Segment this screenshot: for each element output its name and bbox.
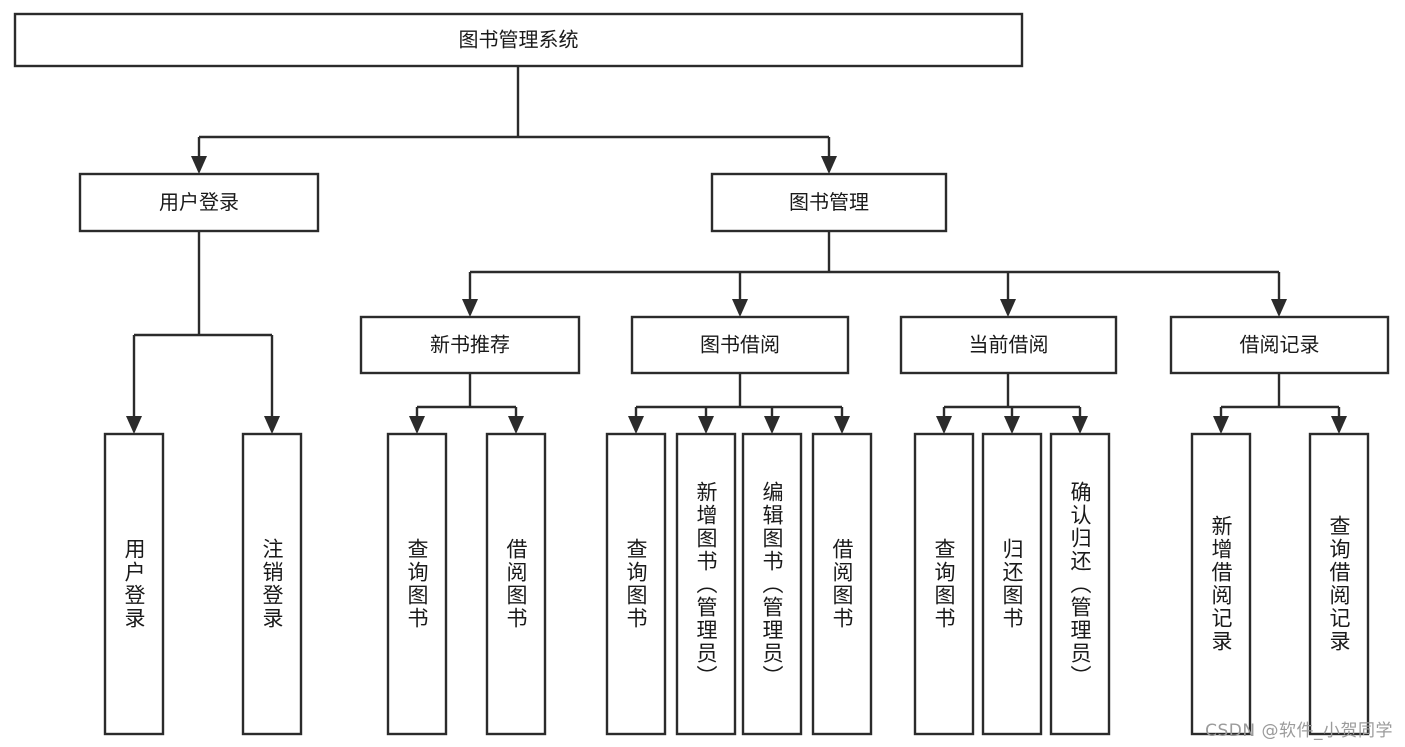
node-leaf-box[interactable]	[1190, 432, 1252, 736]
node-level3-box[interactable]	[899, 315, 1118, 375]
connector-group-l3_recommend_to_leaves	[409, 373, 524, 434]
node-leaf-leaf-query-book-1[interactable]	[386, 432, 448, 736]
arrowhead-icon	[821, 156, 837, 174]
arrowhead-icon	[126, 416, 142, 434]
arrowhead-icon	[1004, 416, 1020, 434]
node-leaf-box[interactable]	[981, 432, 1043, 736]
watermark-text: CSDN @软件_小贺同学	[1205, 721, 1393, 741]
connector-group-l3_record_to_leaves	[1213, 373, 1347, 434]
node-leaf-leaf-query-record[interactable]	[1308, 432, 1370, 736]
arrowhead-icon	[628, 416, 644, 434]
node-leaf-box[interactable]	[241, 432, 303, 736]
node-level2-user-login[interactable]	[78, 172, 320, 233]
node-leaf-leaf-edit-book[interactable]	[741, 432, 803, 736]
arrowhead-icon	[764, 416, 780, 434]
node-level3-box[interactable]	[1169, 315, 1390, 375]
node-level3-box[interactable]	[630, 315, 850, 375]
arrowhead-icon	[508, 416, 524, 434]
connector-group-root_to_l2	[191, 66, 837, 174]
node-leaf-box[interactable]	[675, 432, 737, 736]
node-leaf-leaf-return-book[interactable]	[981, 432, 1043, 736]
node-leaf-leaf-borrow-book-1[interactable]	[485, 432, 547, 736]
arrowhead-icon	[936, 416, 952, 434]
node-boxes-layer	[13, 12, 1390, 736]
node-leaf-box[interactable]	[1308, 432, 1370, 736]
node-level3-current-borrow[interactable]	[899, 315, 1118, 375]
arrowhead-icon	[1331, 416, 1347, 434]
node-level3-label: 借阅记录	[1240, 333, 1320, 357]
connectors-layer	[126, 66, 1347, 434]
node-level3-box[interactable]	[359, 315, 581, 375]
node-level2-box[interactable]	[710, 172, 948, 233]
connector-group-l3_borrow_to_leaves	[628, 373, 850, 434]
node-leaf-box[interactable]	[386, 432, 448, 736]
arrowhead-icon	[732, 299, 748, 317]
arrowhead-icon	[1271, 299, 1287, 317]
node-level2-label: 用户登录	[159, 190, 239, 214]
node-leaf-leaf-add-book[interactable]	[675, 432, 737, 736]
arrowhead-icon	[264, 416, 280, 434]
node-level3-book-borrow[interactable]	[630, 315, 850, 375]
connector-group-l2_user_login_to_leaves	[126, 231, 280, 434]
node-leaf-box[interactable]	[605, 432, 667, 736]
arrowhead-icon	[1213, 416, 1229, 434]
arrowhead-icon	[1000, 299, 1016, 317]
node-leaf-box[interactable]	[913, 432, 975, 736]
arrowhead-icon	[698, 416, 714, 434]
node-level2-box[interactable]	[78, 172, 320, 233]
node-level2-label: 图书管理	[789, 190, 869, 214]
arrowhead-icon	[462, 299, 478, 317]
arrowhead-icon	[1072, 416, 1088, 434]
node-root-box[interactable]	[13, 12, 1024, 68]
arrowhead-icon	[191, 156, 207, 174]
node-level3-label: 图书借阅	[700, 333, 780, 357]
arrowhead-icon	[409, 416, 425, 434]
node-leaf-leaf-confirm-return[interactable]	[1049, 432, 1111, 736]
node-leaf-box[interactable]	[811, 432, 873, 736]
node-leaf-leaf-user-login[interactable]	[103, 432, 165, 736]
node-leaf-leaf-borrow-book-2[interactable]	[811, 432, 873, 736]
node-level3-borrow-record[interactable]	[1169, 315, 1390, 375]
node-leaf-leaf-add-record[interactable]	[1190, 432, 1252, 736]
node-level3-new-book-recommend[interactable]	[359, 315, 581, 375]
node-leaf-leaf-query-book-2[interactable]	[605, 432, 667, 736]
node-leaf-box[interactable]	[485, 432, 547, 736]
arrowhead-icon	[834, 416, 850, 434]
node-level3-label: 当前借阅	[969, 333, 1049, 357]
node-leaf-leaf-query-book-3[interactable]	[913, 432, 975, 736]
connector-group-l2_book_manage_to_l3	[462, 231, 1287, 317]
node-level3-label: 新书推荐	[430, 333, 510, 357]
node-root-root[interactable]	[13, 12, 1024, 68]
node-level2-book-manage[interactable]	[710, 172, 948, 233]
node-root-label: 图书管理系统	[459, 28, 579, 52]
connector-group-l3_current_to_leaves	[936, 373, 1088, 434]
node-leaf-box[interactable]	[741, 432, 803, 736]
node-leaf-leaf-user-logout[interactable]	[241, 432, 303, 736]
node-leaf-box[interactable]	[103, 432, 165, 736]
node-leaf-box[interactable]	[1049, 432, 1111, 736]
